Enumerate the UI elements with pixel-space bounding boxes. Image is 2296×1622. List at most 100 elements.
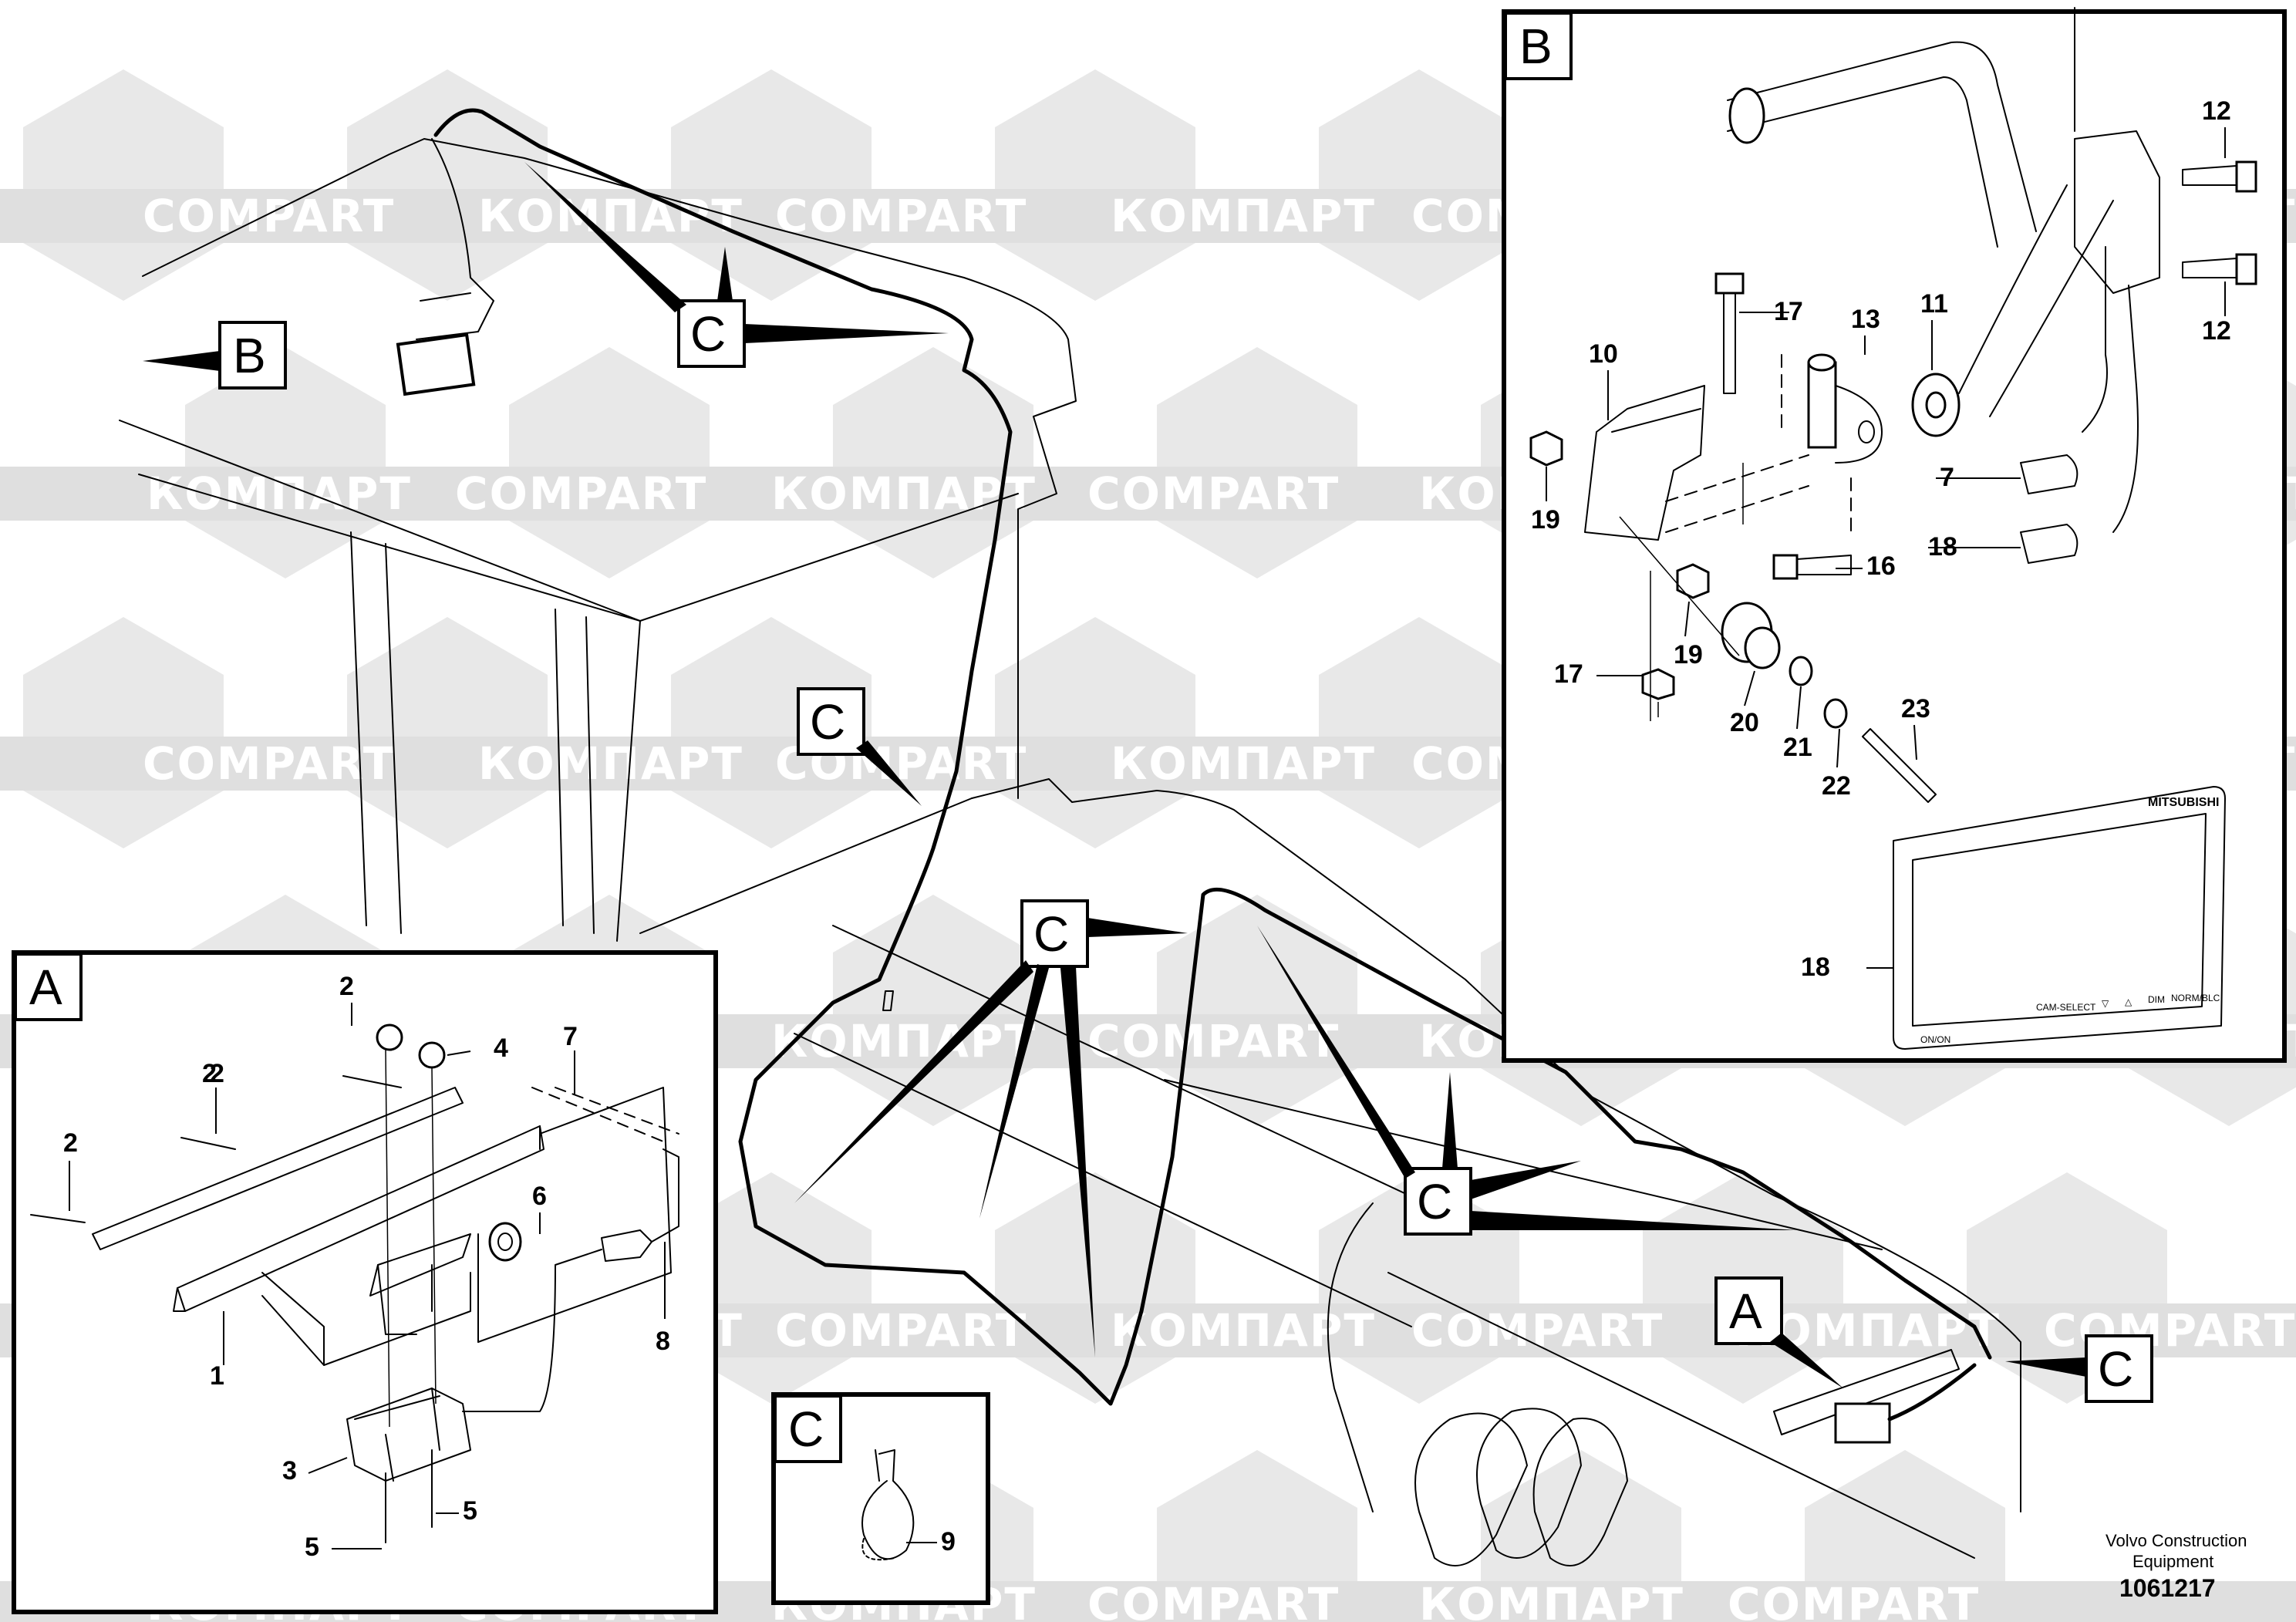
camera-bracket-assembly [92, 1087, 672, 1366]
part-number-label: 18 [1801, 953, 1830, 982]
drawing-stroke [1893, 786, 2226, 1050]
drawing-stroke [1327, 1202, 1374, 1512]
watermark-hexagon [1319, 69, 1519, 301]
part-number-label: COMPART [1411, 1304, 1664, 1357]
callout-c-roof: C [524, 162, 949, 368]
drawing-stroke [585, 616, 595, 934]
drawing-stroke [323, 1272, 471, 1366]
part-number-label: COMPART [1087, 1578, 1340, 1622]
part-number-label: C [690, 306, 726, 362]
drawing-stroke [418, 1041, 446, 1069]
plug-7 [2020, 454, 2079, 494]
part-number-label: 9 [941, 1527, 956, 1556]
drawing-stroke [1476, 1408, 1582, 1559]
view-a-panel: A [12, 950, 718, 1614]
watermark-hexagon [833, 895, 1033, 1126]
callout-b-main: B [143, 321, 287, 389]
drawing-stroke [1989, 200, 2114, 417]
drawing-stroke [2074, 130, 2160, 294]
part-number-label: △ [2125, 996, 2132, 1007]
drawing-stroke [1807, 361, 1837, 449]
view-a-label: A [29, 959, 62, 1015]
part-number-label: 2 [339, 972, 354, 1001]
drawing-stroke [1611, 408, 1701, 433]
credit-line1: Volvo Construction [2106, 1531, 2247, 1550]
drawing-stroke [180, 1137, 236, 1150]
drawing-stroke [1858, 420, 1875, 443]
drawing-stroke [431, 1067, 437, 1404]
drawing-stroke [92, 1087, 464, 1250]
callout-box [677, 299, 746, 368]
part-number-label: 8 [656, 1327, 670, 1356]
drawing-stroke [477, 1087, 672, 1343]
drawing-stroke [377, 1264, 417, 1335]
pointer-arrow [524, 162, 686, 312]
drawing-stroke [875, 1449, 880, 1482]
part-number-label: 2 [63, 1128, 78, 1158]
bolt-12-upper [2182, 160, 2257, 193]
drawing-stroke [1912, 813, 2207, 1027]
callout-box [218, 321, 287, 389]
nut-16 [1641, 668, 1675, 700]
drawing-stroke [342, 1075, 402, 1088]
callout-box [1404, 1167, 1472, 1236]
drawing-stroke [396, 332, 476, 396]
part-number-label: A [1729, 1283, 1762, 1339]
part-number-label: COMPART [143, 190, 395, 242]
part-number-label: COMPART [775, 1304, 1027, 1357]
drawing-stroke [1727, 76, 1998, 248]
watermark-hexagon [1157, 347, 1357, 578]
drawing-stroke [616, 620, 641, 942]
view-b-panel: B [1502, 7, 2287, 1063]
washer-22 [1823, 698, 1848, 729]
drawing-stroke [1532, 1418, 1628, 1566]
part-number-label: 5 [463, 1496, 477, 1526]
drawing-stroke [119, 420, 641, 622]
part-number-label: ▽ [2102, 998, 2109, 1009]
callout-a-main: A [1714, 1276, 1843, 1388]
callout-box [1504, 12, 1573, 80]
drawing-stroke [142, 138, 1077, 799]
watermark-hexagon [995, 69, 1195, 301]
part-number-label: 2 [202, 1059, 217, 1088]
callout-c-hood: C [794, 899, 1188, 1357]
monitor-in-cab [396, 138, 494, 396]
callout-box [2085, 1334, 2153, 1403]
drawing-stroke [462, 1249, 602, 1412]
watermark-hexagon [1319, 617, 1519, 848]
watermark-hexagon [23, 617, 224, 848]
grommet [488, 1222, 522, 1262]
drawing-stroke [385, 543, 402, 934]
part-number-label: 10 [1589, 339, 1618, 369]
pointer-arrow [979, 964, 1049, 1219]
drawing-stroke [2020, 454, 2079, 494]
pointer-arrow [794, 960, 1033, 1203]
watermark-hexagon [23, 69, 224, 301]
part-number-label: B [233, 328, 266, 383]
part-number-label: КОМПАРТ [771, 467, 1037, 520]
part-number-label: 19 [1674, 640, 1703, 669]
part-number-label: 23 [1901, 694, 1930, 723]
drawing-stroke [2235, 253, 2257, 285]
handrail [1727, 7, 2160, 533]
drawing-stroke [1728, 87, 1765, 144]
drawing-stroke [1414, 1412, 1528, 1566]
part-number-label: 2 [210, 1059, 224, 1088]
drawing-stroke [794, 1033, 1412, 1327]
drawing-stroke [1744, 626, 1781, 669]
monitor-18: MITSUBISHI ON/ON CAM-SELECT ▽ △ DIM NORM… [1893, 786, 2226, 1050]
view-b-label: B [1519, 19, 1553, 74]
view-c-label: C [788, 1401, 824, 1457]
drawing-stroke [861, 1449, 915, 1560]
bracket-10 [1584, 385, 1705, 541]
part-number-label: CAM-SELECT [2036, 1002, 2096, 1013]
pointer-arrow [1442, 1072, 1458, 1168]
view-c-panel: C 9 [771, 1392, 990, 1605]
pointer-arrow [1529, 430, 1563, 467]
watermark-hexagon [995, 1172, 1195, 1404]
drawing-stroke [1807, 353, 1836, 372]
part-number-label: КОМПАРТ [147, 467, 412, 520]
drawing-stroke [1887, 1363, 1977, 1421]
cable-with-plug [462, 1087, 679, 1412]
